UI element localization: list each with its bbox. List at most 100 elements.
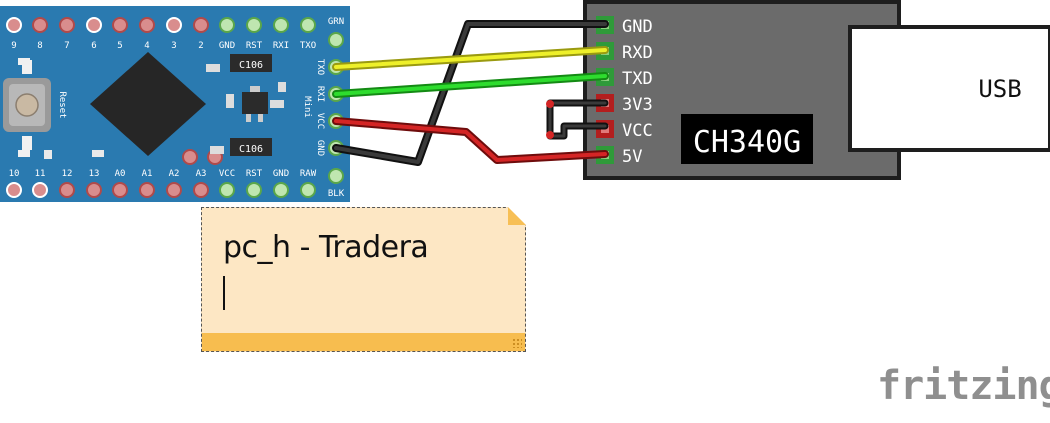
header-pin <box>166 17 182 33</box>
header-pin <box>273 182 289 198</box>
header-pin <box>273 17 289 33</box>
pin-label: VCC <box>315 113 325 129</box>
header-pin <box>59 182 75 198</box>
ch340g-chip-badge <box>681 114 813 164</box>
pin-label: 10 <box>9 169 20 179</box>
pin-label-gnd: GND <box>622 17 653 37</box>
header-pin <box>112 182 128 198</box>
smd-component <box>270 100 284 108</box>
mcu-chip <box>90 52 206 156</box>
text-cursor <box>223 276 225 310</box>
usb-connector <box>848 25 1050 152</box>
smd-component <box>18 58 30 65</box>
pin-label: RST <box>246 169 263 179</box>
bottom-header-labels: 10 11 12 13 A0 A1 A2 A3 VCC RST GND RAW <box>9 169 317 179</box>
note-text[interactable]: pc_h - Tradera <box>223 230 429 265</box>
module-pin-labels: GND RXD TXD 3V3 VCC 5V <box>622 17 653 167</box>
header-pin <box>86 17 102 33</box>
pin-label-txd: TXD <box>622 69 653 89</box>
header-pin <box>300 17 316 33</box>
arduino-pro-mini-board: 9 8 7 6 5 4 3 2 GND RST RXI TXO GRN 10 1… <box>0 6 350 202</box>
svg-text:C106: C106 <box>239 60 263 71</box>
pin-label-vcc: VCC <box>622 121 653 141</box>
right-header-labels: TXO RXI VCC GND <box>315 59 325 156</box>
resize-grip-icon[interactable] <box>512 338 522 348</box>
pin-label: 3 <box>171 41 176 51</box>
pin-label: 6 <box>91 41 96 51</box>
header-pin <box>300 182 316 198</box>
pin-label: GND <box>273 169 289 179</box>
pin-label: RST <box>246 41 263 51</box>
usb-label: USB <box>978 75 1021 103</box>
top-header-pins <box>6 17 316 33</box>
pin-label: RXI <box>315 86 325 102</box>
header-pin <box>193 182 209 198</box>
pin-label: 4 <box>144 41 149 51</box>
pin-label: 2 <box>198 41 203 51</box>
header-pin <box>166 182 182 198</box>
pin-label-rxd: RXD <box>622 43 653 63</box>
corner-label-blk: BLK <box>328 189 345 199</box>
smd-component <box>206 64 220 72</box>
pin-label-5v: 5V <box>622 147 642 167</box>
wires <box>332 20 609 166</box>
pin-label: RAW <box>300 169 317 179</box>
ch340g-module: USB GND RXD TXD 3V3 VCC 5V CH340G <box>583 0 1050 180</box>
pin-blk <box>328 168 344 184</box>
note-footer-bar <box>202 333 525 351</box>
smd-component <box>210 146 224 154</box>
pin-label: GND <box>219 41 235 51</box>
pin-label: TXO <box>315 59 325 75</box>
smd-component <box>226 94 234 108</box>
header-pin <box>6 17 22 33</box>
pin-label: GND <box>315 140 325 156</box>
top-header-labels: 9 8 7 6 5 4 3 2 GND RST RXI TXO <box>11 41 316 51</box>
pin-label-3v3: 3V3 <box>622 95 653 115</box>
header-pin <box>6 182 22 198</box>
header-pin <box>219 182 235 198</box>
pin-label: RXI <box>273 41 289 51</box>
sticky-note[interactable]: pc_h - Tradera <box>201 207 526 352</box>
pin-label: VCC <box>219 169 235 179</box>
header-pin <box>246 17 262 33</box>
header-pin <box>59 17 75 33</box>
pin-label: A0 <box>115 169 126 179</box>
pin-label: 13 <box>89 169 100 179</box>
header-pin <box>139 182 155 198</box>
pin-grn <box>328 32 344 48</box>
capacitor-chip-top: C106 <box>230 54 272 72</box>
reset-button <box>3 60 51 150</box>
note-fold-corner <box>508 207 526 225</box>
ch340g-chip-label: CH340G <box>693 125 801 160</box>
header-pin <box>193 17 209 33</box>
pin-label: A3 <box>196 169 207 179</box>
smd-component <box>92 150 104 157</box>
header-pin <box>112 17 128 33</box>
pin-label: 7 <box>64 41 69 51</box>
fritzing-logo: fritzing <box>877 363 1050 409</box>
smd-component <box>18 150 30 157</box>
header-pin <box>219 17 235 33</box>
pin-label: 5 <box>117 41 122 51</box>
board-name-label: Mini <box>302 96 312 118</box>
pin-label: A2 <box>169 169 180 179</box>
reset-label: Reset <box>57 91 67 118</box>
voltage-regulator <box>242 86 268 122</box>
pin-label: TXO <box>300 41 316 51</box>
capacitor-chip-bottom: C106 <box>230 138 272 156</box>
pin-label: 8 <box>37 41 42 51</box>
header-pin <box>182 149 198 165</box>
pin-label: A1 <box>142 169 153 179</box>
header-pin <box>86 182 102 198</box>
smd-component <box>278 82 286 92</box>
pin-label: 9 <box>11 41 16 51</box>
corner-label-grn: GRN <box>328 17 344 27</box>
bottom-header-pins <box>6 149 316 198</box>
pin-label: 12 <box>62 169 73 179</box>
header-pin <box>32 182 48 198</box>
smd-component <box>44 150 52 159</box>
pin-label: 11 <box>35 169 46 179</box>
header-pin <box>246 182 262 198</box>
header-pin <box>139 17 155 33</box>
